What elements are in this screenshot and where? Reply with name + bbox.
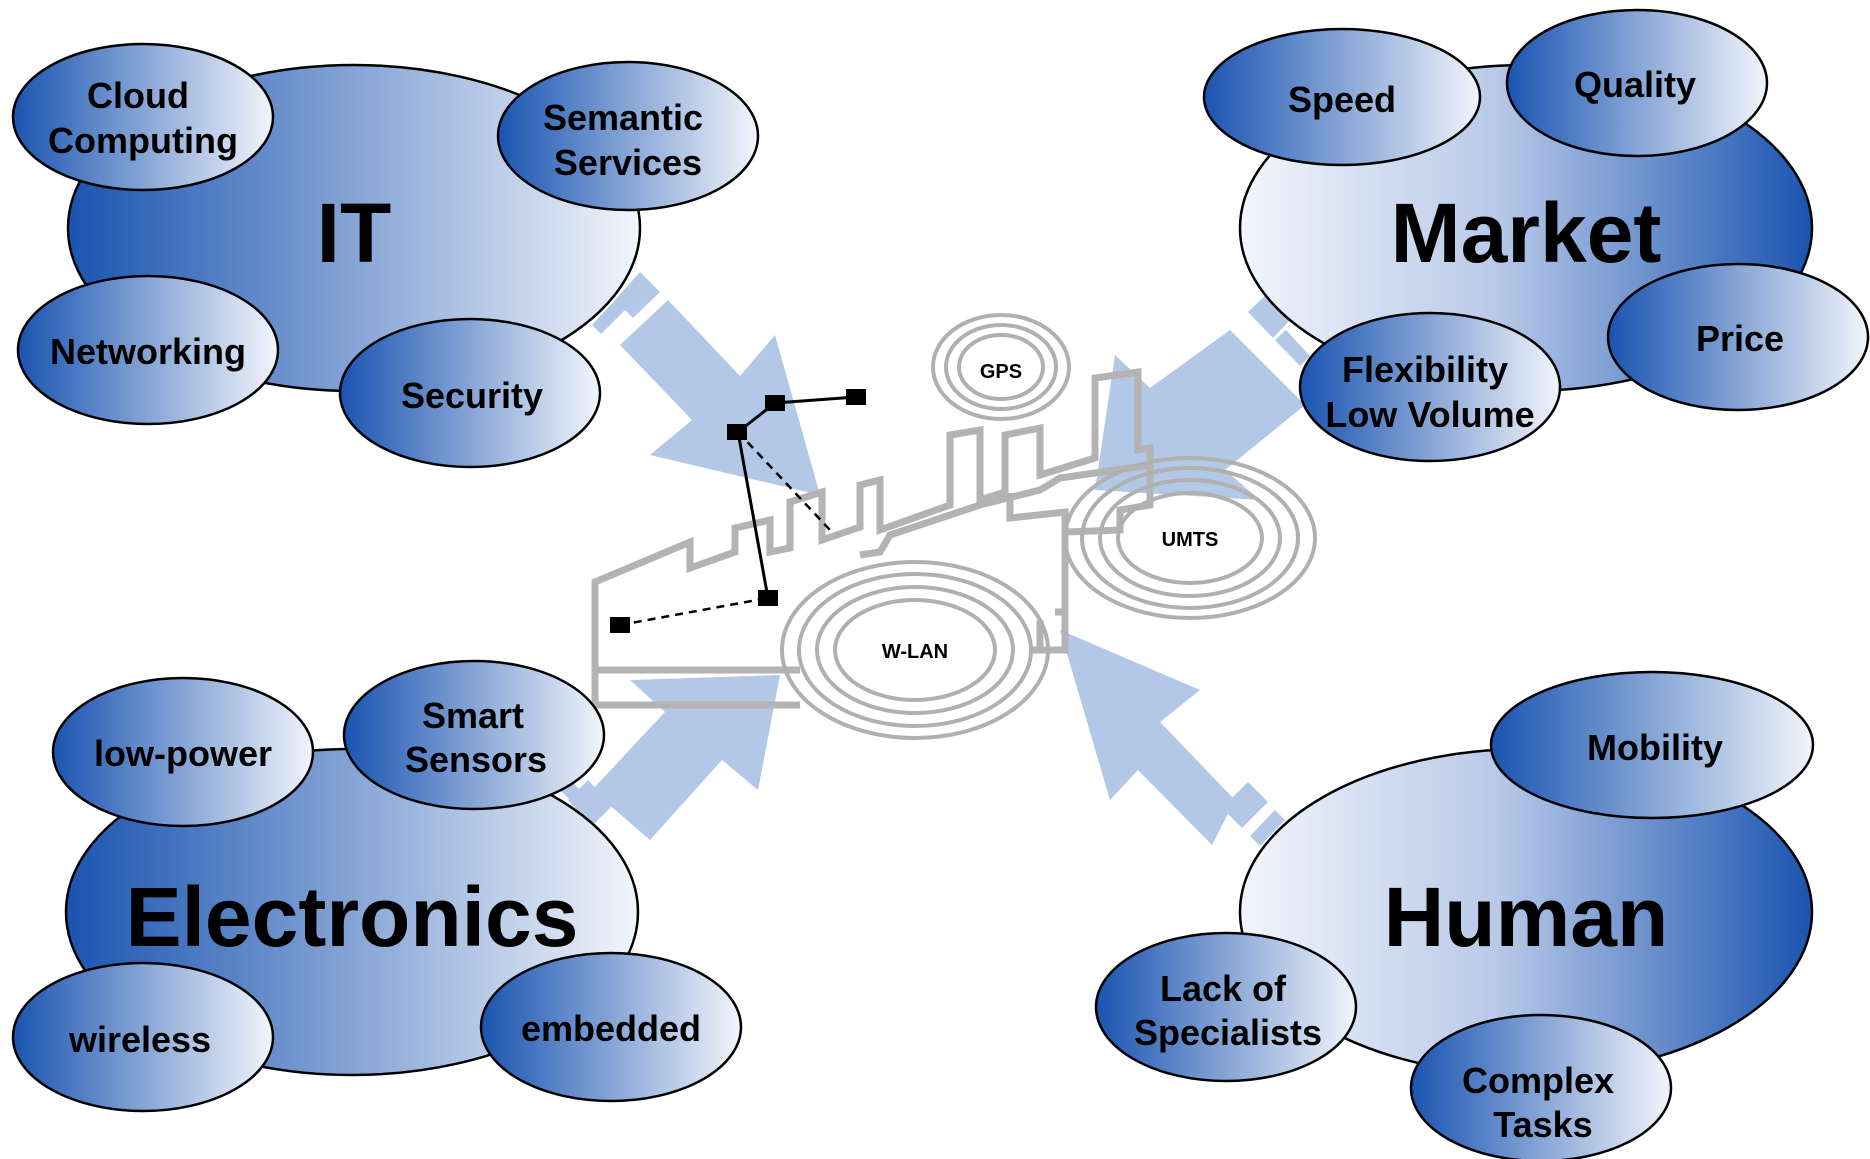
networking-label: Networking: [50, 331, 246, 372]
semantic-services-bubble: Semantic Services: [496, 60, 760, 212]
security-label: Security: [401, 375, 543, 416]
quality-label: Quality: [1574, 64, 1696, 105]
security-bubble: Security: [338, 317, 602, 469]
mobility-label: Mobility: [1587, 727, 1723, 768]
embedded-label: embedded: [521, 1008, 701, 1049]
quality-bubble: Quality: [1505, 8, 1769, 158]
wlan-signal: W-LAN: [780, 560, 1050, 740]
gps-label: GPS: [980, 361, 1022, 383]
embedded-bubble: embedded: [479, 951, 743, 1103]
flexibility-label: Flexibility Low Volume: [1325, 349, 1534, 435]
it-title: IT: [317, 186, 392, 280]
speed-label: Speed: [1288, 79, 1396, 120]
umts-signal: UMTS: [1063, 456, 1317, 620]
human-cluster: Human Mobility Lack of Specialists Compl…: [1094, 670, 1815, 1159]
it-cluster: IT Cloud Computing Semantic Services Net…: [11, 42, 760, 469]
smart-sensors-bubble: Smart Sensors: [342, 659, 606, 811]
gps-signal: GPS: [931, 313, 1071, 421]
arrow-from-it: [592, 272, 820, 495]
wireless-label: wireless: [68, 1019, 211, 1060]
electronics-title: Electronics: [126, 870, 579, 964]
smart-sensors-label: Smart Sensors: [405, 695, 547, 780]
semantic-services-label: Semantic Services: [543, 97, 713, 183]
low-power-bubble: low-power: [51, 676, 315, 828]
cloud-computing-bubble: Cloud Computing: [11, 42, 275, 192]
arrow-from-human: [1060, 630, 1285, 846]
network-nodes: [610, 389, 866, 633]
complex-tasks-label: Complex Tasks: [1462, 1060, 1624, 1145]
wireless-bubble: wireless: [11, 961, 275, 1113]
node-square: [765, 395, 785, 411]
market-title: Market: [1391, 186, 1662, 280]
electronics-cluster: Electronics low-power Smart Sensors wire…: [11, 659, 743, 1113]
flexibility-bubble: Flexibility Low Volume: [1298, 311, 1562, 463]
speed-bubble: Speed: [1202, 27, 1482, 167]
node-square: [727, 424, 747, 440]
mobility-bubble: Mobility: [1489, 670, 1815, 820]
human-title: Human: [1384, 870, 1669, 964]
umts-label: UMTS: [1162, 529, 1219, 551]
price-bubble: Price: [1606, 262, 1870, 412]
wlan-label: W-LAN: [882, 641, 948, 663]
networking-bubble: Networking: [16, 274, 280, 426]
node-square: [846, 389, 866, 405]
complex-tasks-bubble: Complex Tasks: [1409, 1013, 1673, 1159]
price-label: Price: [1696, 318, 1784, 359]
node-square: [610, 617, 630, 633]
node-square: [758, 590, 778, 606]
lack-of-specialists-bubble: Lack of Specialists: [1094, 931, 1358, 1083]
market-cluster: Market Speed Quality Price Flexibility L…: [1202, 8, 1870, 463]
low-power-label: low-power: [94, 733, 272, 774]
cloud-computing-label: Cloud Computing: [48, 75, 238, 161]
lack-of-specialists-label: Lack of Specialists: [1134, 968, 1322, 1053]
